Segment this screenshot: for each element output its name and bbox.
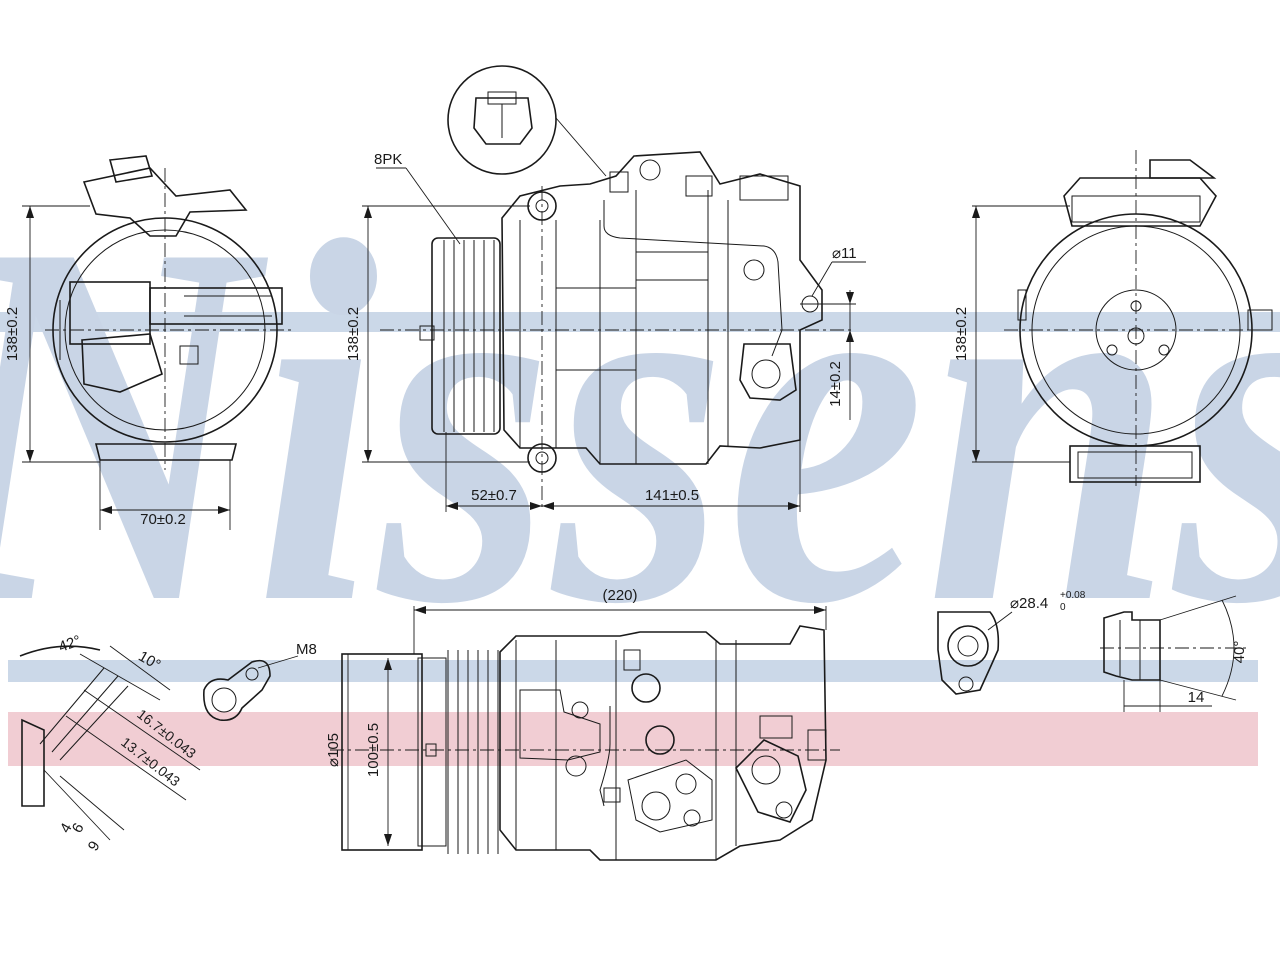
- right-rear-view: [972, 150, 1273, 486]
- band-pink: [8, 712, 1258, 766]
- dim-overall-length: (220): [602, 587, 637, 604]
- groove-detail: [19, 645, 201, 841]
- dim-port-dia: ⌀28.4: [1010, 595, 1048, 612]
- dim-center-height: 138±0.2: [345, 307, 362, 361]
- center-front-view: [362, 65, 866, 512]
- m8-mount-detail: [203, 655, 299, 722]
- dim-port-len: 14: [1188, 689, 1205, 706]
- dim-port-tol: +0.08: [1060, 590, 1086, 601]
- dim-port-angle: 40°: [1231, 641, 1248, 664]
- bottom-top-view: [330, 606, 840, 861]
- dim-step-9: 9: [85, 838, 104, 854]
- dim-thread: M8: [296, 641, 317, 658]
- dim-pulley-dia: ⌀105: [325, 733, 342, 767]
- dim-port-tol-low: 0: [1060, 602, 1066, 613]
- dim-angle-a: 42°: [56, 632, 83, 656]
- left-side-view: [22, 155, 292, 530]
- dim-left-width: 70±0.2: [140, 511, 186, 528]
- port-detail: [937, 595, 1250, 712]
- label-belt: 8PK: [374, 151, 402, 168]
- dim-left-height: 138±0.2: [4, 307, 21, 361]
- dim-right-height: 138±0.2: [953, 307, 970, 361]
- dim-hole-dia: ⌀11: [832, 245, 857, 262]
- dim-pulley-inner: 100±0.5: [365, 723, 382, 777]
- dim-len-pulley: 52±0.7: [471, 487, 517, 504]
- band-blue-top: [0, 312, 1280, 332]
- dim-offset-vert: 14±0.2: [827, 361, 844, 407]
- band-blue-bottom: [8, 660, 1258, 682]
- dim-len-body: 141±0.5: [645, 487, 699, 504]
